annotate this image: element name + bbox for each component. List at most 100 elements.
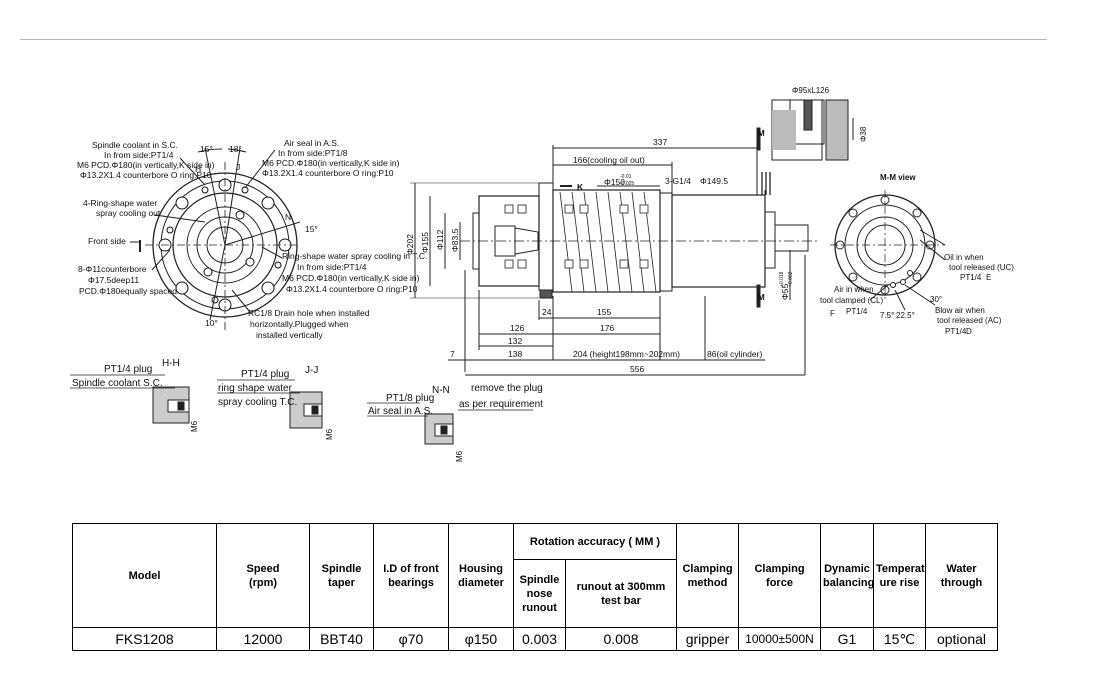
cell-speed: 12000 xyxy=(216,627,310,651)
dia-112: Φ112 xyxy=(435,229,445,250)
angle-30: 30° xyxy=(930,295,942,304)
dim-149: Φ149.5 xyxy=(700,176,728,186)
dim-132: 132 xyxy=(508,336,522,346)
port-f: F xyxy=(830,309,835,318)
air-seal-l3: M6 PCD.Φ180(in vertically,K side in) xyxy=(262,158,400,168)
section-jj xyxy=(217,379,323,429)
cell-nose: 0.003 xyxy=(513,627,566,651)
hh-label: Spindle coolant S.C. xyxy=(72,378,163,389)
angle-7-5: 7.5° xyxy=(880,311,894,320)
blow-air-l1: Blow air when xyxy=(935,306,985,315)
jj-section: J-J xyxy=(305,365,318,376)
dim-126: 126 xyxy=(510,323,524,333)
ring-spray-out-l1: 4-Ring-shape water xyxy=(83,198,157,208)
header-speed: Speed(rpm) xyxy=(216,523,310,628)
drain-l2: horizontally.Plugged when xyxy=(250,319,349,329)
section-n: N xyxy=(285,212,291,222)
angle-15b: 15° xyxy=(305,224,318,234)
nn-remove-l1: remove the plug xyxy=(471,383,543,394)
port-e: E xyxy=(986,273,991,282)
tol-55-lower: +0.002 xyxy=(788,271,794,287)
side-view-labels: 337 166(cooling oil out) Φ150 -0.01 -0.0… xyxy=(405,137,794,374)
dim-166: 166(cooling oil out) xyxy=(573,155,645,165)
drain-l3: installed vertically xyxy=(256,330,323,340)
jj-m6: M6 xyxy=(325,428,334,440)
ring-spray-in-l2: In from side:PT1/4 xyxy=(297,262,367,272)
side-view xyxy=(410,127,820,376)
angle-10: 10° xyxy=(205,318,218,328)
hh-m6: M6 xyxy=(190,420,199,432)
ring-spray-out-l2: spray cooling out xyxy=(96,208,161,218)
technical-drawing: Spindle coolant in S.C. In from side:PT1… xyxy=(70,86,1014,462)
cyl-label: Φ95xL126 xyxy=(792,86,830,95)
header-force: Clamping force xyxy=(738,523,821,628)
dim-556: 556 xyxy=(630,364,644,374)
dim-155: 155 xyxy=(597,307,611,317)
tol-55-upper: +0.018 xyxy=(779,271,785,287)
cell-id: φ70 xyxy=(373,627,449,651)
dia-155: Φ155 xyxy=(420,232,430,253)
cell-model: FKS1208 xyxy=(72,627,217,651)
hh-plug: PT1/4 plug xyxy=(104,364,152,375)
cell-clamp: gripper xyxy=(676,627,739,651)
section-labels: PT1/4 plug Spindle coolant S.C. H-H M6 P… xyxy=(72,358,543,462)
cell-housing: φ150 xyxy=(448,627,514,651)
cell-temp: 15℃ xyxy=(873,627,926,651)
counterbore-l1: 8-Φ11counterbore xyxy=(78,264,147,274)
tol-150-upper: -0.01 xyxy=(620,174,632,180)
oil-when-l3: PT1/4 xyxy=(960,273,982,282)
table-row: FKS1208 12000 BBT40 φ70 φ150 0.003 0.008… xyxy=(72,627,998,651)
blow-air-l2: tool released (AC) xyxy=(937,316,1002,325)
ring-spray-in-l3: M6 PCD.Φ180(in vertically,K side in) xyxy=(282,273,420,283)
air-clamped-l2: tool clamped (CL) xyxy=(820,296,883,305)
front-view-labels: Spindle coolant in S.C. In from side:PT1… xyxy=(77,138,427,340)
dim-3g: 3-G1/4 xyxy=(665,176,691,186)
section-nn xyxy=(367,402,533,445)
dim-7: 7 xyxy=(450,349,455,359)
cell-force: 10000±500N xyxy=(738,627,821,651)
dia-38: Φ38 xyxy=(859,126,868,142)
air-seal-l2: In from side:PT1/8 xyxy=(278,148,348,158)
air-seal-l1: Air seal in A.S. xyxy=(284,138,339,148)
cell-dyn: G1 xyxy=(820,627,874,651)
dim-86: 86(oil cylinder) xyxy=(707,349,762,359)
dim-204: 204 (height198mm~202mm) xyxy=(573,349,680,359)
jj-label-l1: ring shape water xyxy=(218,383,293,394)
mm-view-labels: Φ95xL126 Φ38 M-M view Oil in when tool r… xyxy=(758,86,1014,336)
air-clamped-l1: Air in when xyxy=(834,285,874,294)
tol-150-lower: -0.025 xyxy=(620,181,634,187)
cell-water: optional xyxy=(925,627,998,651)
nn-label: Air seal in A.S. xyxy=(368,406,433,417)
counterbore-l3: PCD.Φ180equally spaced xyxy=(79,286,177,296)
header-model: Model xyxy=(72,523,217,628)
top-divider xyxy=(20,39,1047,40)
ring-spray-in-l4: Φ13.2X1.4 counterbore O ring:P10 xyxy=(286,284,418,294)
spindle-coolant-l2: In from side:PT1/4 xyxy=(104,150,174,160)
spindle-coolant-l3: M6 PCD.Φ180(in vertically,K side in) xyxy=(77,160,215,170)
header-rotation: Rotation accuracy ( MM ) xyxy=(513,523,677,560)
front-view xyxy=(130,147,301,330)
k-label: K xyxy=(577,182,584,192)
nn-m6: M6 xyxy=(455,450,464,462)
air-seal-l4: Φ13.2X1.4 counterbore O ring:P10 xyxy=(262,168,394,178)
section-h: H xyxy=(195,164,201,174)
dia-83: Φ83.5 xyxy=(450,228,460,252)
angle-18: 18° xyxy=(229,144,242,154)
nn-section: N-N xyxy=(432,385,450,396)
blow-air-l3: PT1/4 xyxy=(945,327,967,336)
dia-202: Φ202 xyxy=(405,234,415,255)
mm-view-title: M-M view xyxy=(880,173,916,182)
ring-spray-in-l1: Ring-shape water spray cooling in T.C. xyxy=(282,251,427,261)
cell-runout: 0.008 xyxy=(565,627,677,651)
front-side-label: Front side xyxy=(88,236,126,246)
air-clamped-l3: PT1/4 xyxy=(846,307,868,316)
